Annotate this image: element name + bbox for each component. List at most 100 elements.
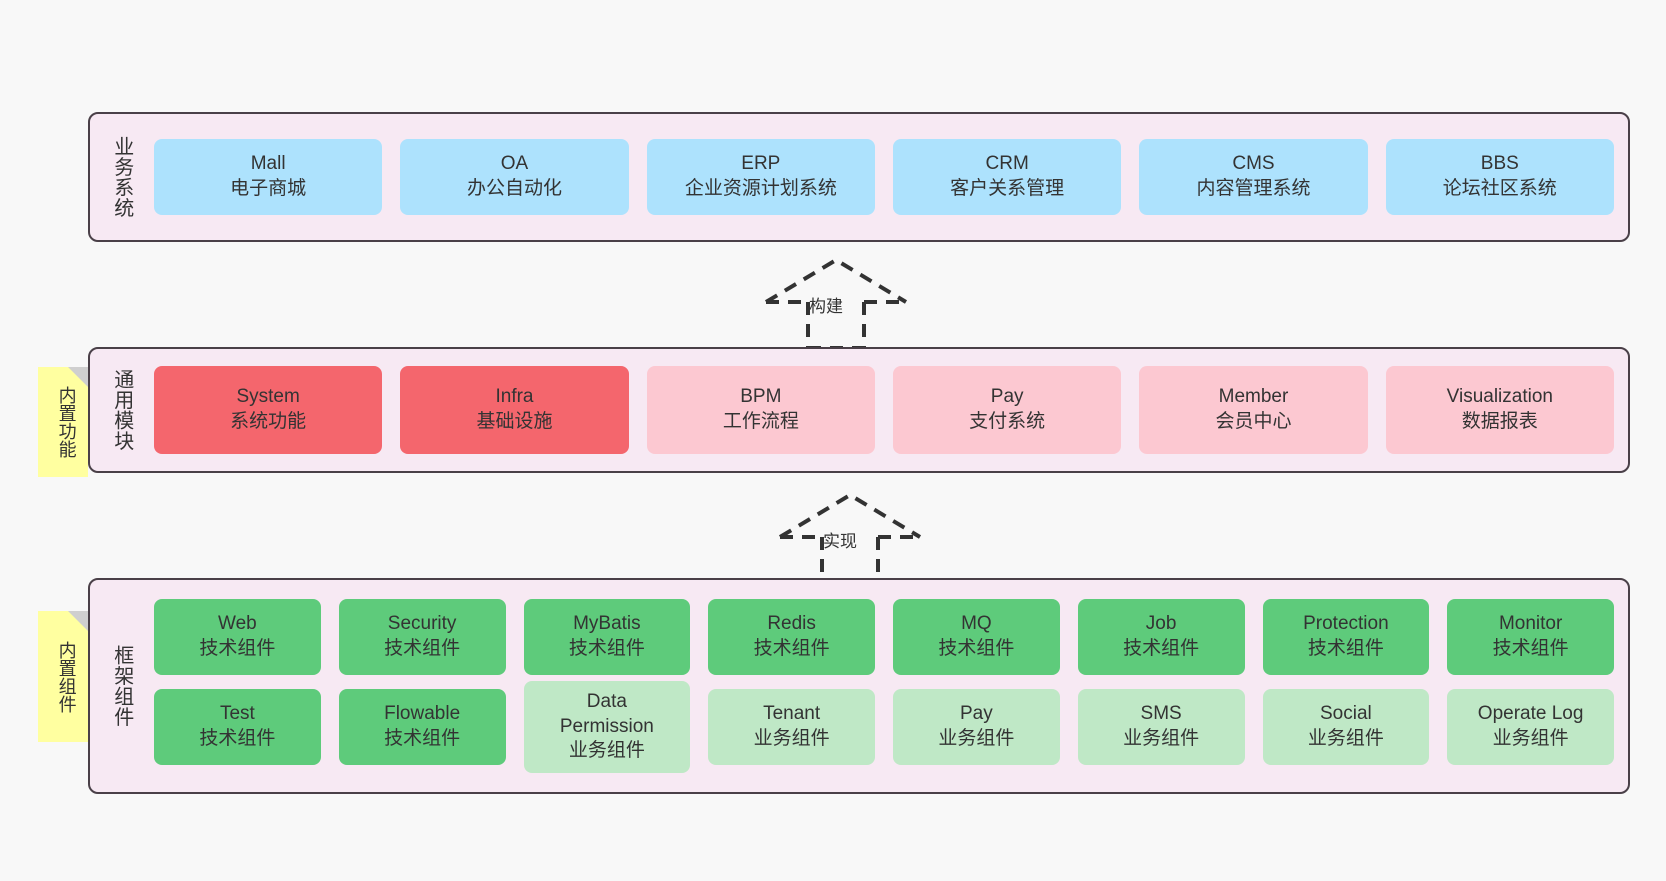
component-name: MyBatis bbox=[573, 613, 641, 635]
module-subtitle: 企业资源计划系统 bbox=[684, 178, 837, 199]
component-name: SMS bbox=[1140, 703, 1182, 725]
module-name: Mall bbox=[250, 153, 286, 175]
component-box-security[interactable]: Security 技术组件 bbox=[338, 599, 506, 675]
module-name: CRM bbox=[985, 153, 1029, 175]
module-box-member[interactable]: Member 会员中心 bbox=[1139, 366, 1368, 454]
layer-title-framework-components: 框架组件 bbox=[110, 645, 133, 727]
layer-row: System 系统功能 Infra 基础设施 BPM 工作流程 Pay 支付系统… bbox=[154, 366, 1614, 454]
component-subtitle: 技术组件 bbox=[938, 638, 1015, 659]
module-box-visualization[interactable]: Visualization 数据报表 bbox=[1385, 366, 1614, 454]
component-name: Flowable bbox=[384, 703, 461, 725]
component-subtitle: 技术组件 bbox=[753, 638, 830, 659]
module-box-crm[interactable]: CRM 客户关系管理 bbox=[892, 139, 1122, 215]
module-name: System bbox=[236, 386, 300, 408]
component-box-tenant[interactable]: Tenant 业务组件 bbox=[708, 689, 875, 765]
component-name: MQ bbox=[961, 613, 992, 635]
component-subtitle: 业务组件 bbox=[1492, 728, 1569, 749]
component-box-protection[interactable]: Protection 技术组件 bbox=[1262, 599, 1430, 675]
component-box-operate-log[interactable]: Operate Log 业务组件 bbox=[1447, 689, 1614, 765]
layer-row: Mall 电子商城 OA 办公自动化 ERP 企业资源计划系统 CRM 客户关系… bbox=[154, 139, 1614, 215]
sticky-note-builtin-features: 内置功能 bbox=[38, 367, 88, 477]
module-subtitle: 内容管理系统 bbox=[1196, 178, 1311, 199]
module-name: Member bbox=[1218, 386, 1289, 408]
component-name: Protection bbox=[1303, 613, 1389, 635]
module-subtitle: 系统功能 bbox=[230, 411, 307, 432]
component-subtitle: 业务组件 bbox=[1307, 728, 1384, 749]
component-box-monitor[interactable]: Monitor 技术组件 bbox=[1447, 599, 1614, 675]
component-name: Data Permission bbox=[559, 690, 654, 737]
component-box-redis[interactable]: Redis 技术组件 bbox=[708, 599, 875, 675]
component-name: Social bbox=[1320, 703, 1372, 725]
module-box-erp[interactable]: ERP 企业资源计划系统 bbox=[646, 139, 875, 215]
component-subtitle: 技术组件 bbox=[199, 638, 276, 659]
module-subtitle: 客户关系管理 bbox=[950, 178, 1065, 199]
module-name: Pay bbox=[990, 386, 1024, 408]
component-name: Security bbox=[387, 613, 457, 635]
module-name: ERP bbox=[741, 153, 781, 175]
component-name: Operate Log bbox=[1477, 703, 1584, 725]
component-subtitle: 业务组件 bbox=[753, 728, 830, 749]
module-subtitle: 数据报表 bbox=[1461, 411, 1538, 432]
module-box-bpm[interactable]: BPM 工作流程 bbox=[646, 366, 875, 454]
layer-body-framework-components: Web 技术组件 Security 技术组件 MyBatis 技术组件 Redi… bbox=[144, 580, 1628, 792]
layer-title-business-systems: 业务系统 bbox=[110, 136, 133, 218]
module-subtitle: 办公自动化 bbox=[466, 178, 562, 199]
component-box-web[interactable]: Web 技术组件 bbox=[154, 599, 321, 675]
sticky-note-label: 内置组件 bbox=[56, 640, 77, 713]
component-subtitle: 业务组件 bbox=[938, 728, 1015, 749]
note-fold-icon bbox=[68, 611, 88, 631]
layer-row: Web 技术组件 Security 技术组件 MyBatis 技术组件 Redi… bbox=[154, 599, 1614, 675]
module-box-bbs[interactable]: BBS 论坛社区系统 bbox=[1385, 139, 1614, 215]
component-subtitle: 技术组件 bbox=[1492, 638, 1569, 659]
component-subtitle: 技术组件 bbox=[568, 638, 645, 659]
module-box-mall[interactable]: Mall 电子商城 bbox=[154, 139, 383, 215]
layer-common-modules: 通用模块 System 系统功能 Infra 基础设施 BPM 工作流程 Pay… bbox=[88, 347, 1630, 473]
module-name: OA bbox=[500, 153, 529, 175]
component-box-sms[interactable]: SMS 业务组件 bbox=[1077, 689, 1245, 765]
layer-framework-components: 框架组件 Web 技术组件 Security 技术组件 MyBatis 技术组件… bbox=[88, 578, 1630, 794]
module-subtitle: 论坛社区系统 bbox=[1442, 178, 1557, 199]
note-fold-icon bbox=[68, 367, 88, 387]
layer-title-common-modules: 通用模块 bbox=[110, 369, 133, 451]
arrow-implement-label: 实现 bbox=[823, 532, 857, 551]
component-name: Test bbox=[219, 703, 255, 725]
module-box-cms[interactable]: CMS 内容管理系统 bbox=[1139, 139, 1368, 215]
module-box-system[interactable]: System 系统功能 bbox=[154, 366, 383, 454]
module-subtitle: 电子商城 bbox=[230, 178, 307, 199]
component-box-job[interactable]: Job 技术组件 bbox=[1077, 599, 1245, 675]
component-box-social[interactable]: Social 业务组件 bbox=[1262, 689, 1430, 765]
module-name: BPM bbox=[740, 386, 782, 408]
component-box-mybatis[interactable]: MyBatis 技术组件 bbox=[523, 599, 691, 675]
component-subtitle: 技术组件 bbox=[1307, 638, 1384, 659]
module-subtitle: 支付系统 bbox=[969, 411, 1046, 432]
module-box-oa[interactable]: OA 办公自动化 bbox=[400, 139, 629, 215]
component-subtitle: 业务组件 bbox=[568, 740, 645, 762]
sticky-note-builtin-components: 内置组件 bbox=[38, 611, 88, 742]
module-name: Visualization bbox=[1446, 386, 1553, 408]
component-box-data-permission[interactable]: Data Permission 业务组件 bbox=[523, 681, 691, 773]
sticky-note-label: 内置功能 bbox=[56, 386, 77, 458]
layer-body-common-modules: System 系统功能 Infra 基础设施 BPM 工作流程 Pay 支付系统… bbox=[144, 349, 1628, 471]
arrow-implement: 实现 bbox=[766, 487, 936, 587]
component-subtitle: 技术组件 bbox=[384, 638, 461, 659]
module-subtitle: 会员中心 bbox=[1215, 411, 1292, 432]
component-box-pay[interactable]: Pay 业务组件 bbox=[893, 689, 1060, 765]
component-subtitle: 技术组件 bbox=[384, 728, 461, 749]
component-box-test[interactable]: Test 技术组件 bbox=[154, 689, 321, 765]
layer-business-systems: 业务系统 Mall 电子商城 OA 办公自动化 ERP 企业资源计划系统 CRM… bbox=[88, 112, 1630, 242]
layer-row: Test 技术组件 Flowable 技术组件 Data Permission … bbox=[154, 681, 1614, 773]
module-name: BBS bbox=[1480, 153, 1519, 175]
component-name: Monitor bbox=[1498, 613, 1563, 635]
component-box-mq[interactable]: MQ 技术组件 bbox=[893, 599, 1060, 675]
component-name: Redis bbox=[767, 613, 816, 635]
component-subtitle: 技术组件 bbox=[199, 728, 276, 749]
module-box-infra[interactable]: Infra 基础设施 bbox=[400, 366, 629, 454]
component-name: Tenant bbox=[763, 703, 821, 725]
component-box-flowable[interactable]: Flowable 技术组件 bbox=[338, 689, 506, 765]
module-subtitle: 基础设施 bbox=[476, 411, 553, 432]
layer-body-business-systems: Mall 电子商城 OA 办公自动化 ERP 企业资源计划系统 CRM 客户关系… bbox=[144, 114, 1628, 240]
component-name: Job bbox=[1145, 613, 1177, 635]
module-box-pay[interactable]: Pay 支付系统 bbox=[892, 366, 1122, 454]
component-subtitle: 技术组件 bbox=[1123, 638, 1200, 659]
